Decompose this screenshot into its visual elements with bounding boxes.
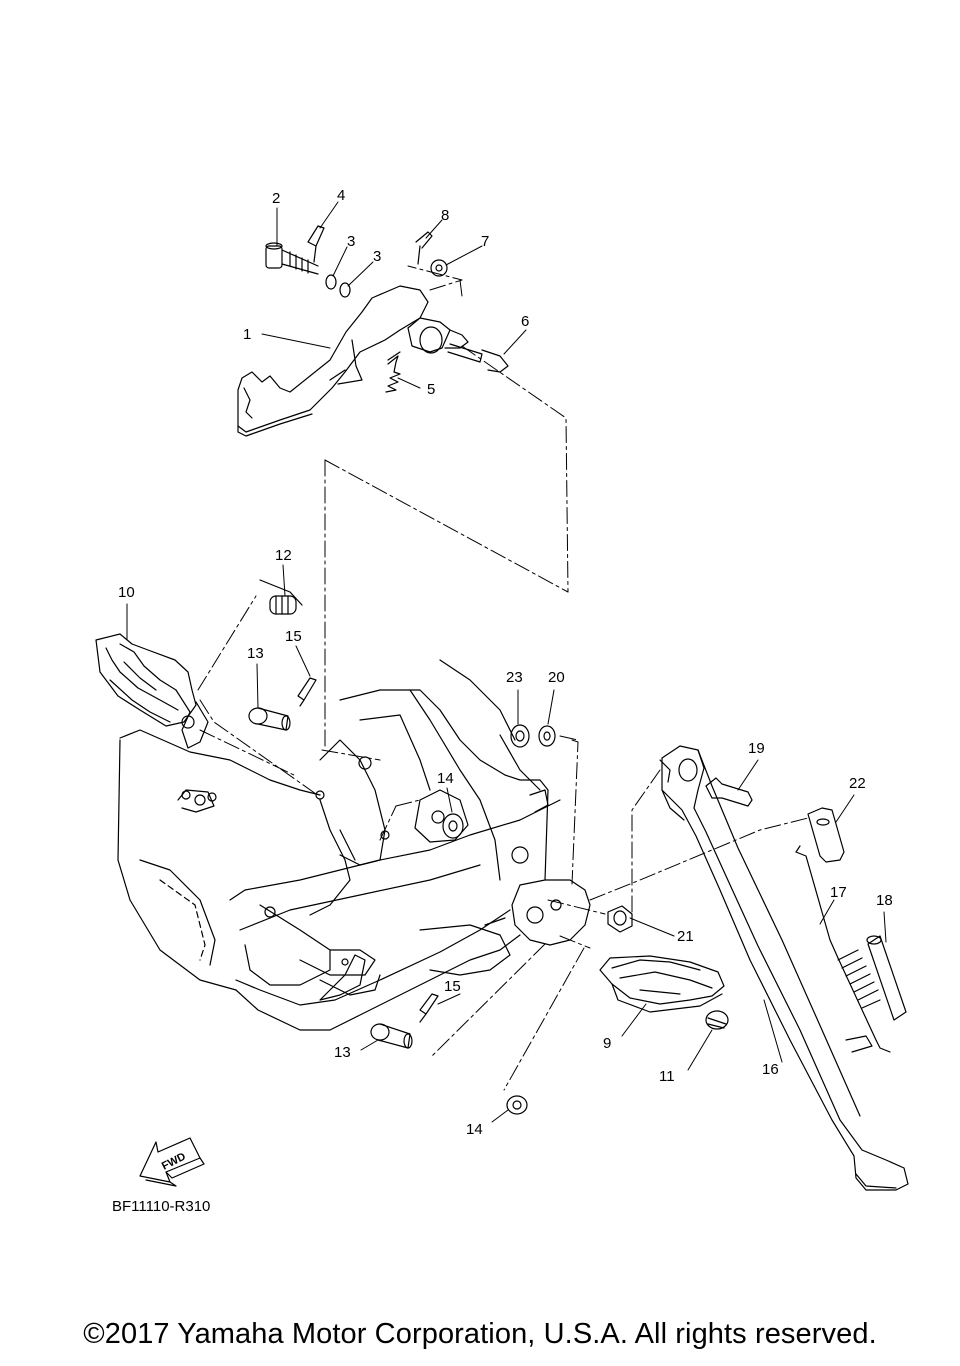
callout-6: 6 [521, 313, 529, 330]
callout-15b: 15 [444, 978, 461, 995]
washer-14-bottom [506, 1095, 528, 1115]
callout-3b: 3 [373, 248, 381, 265]
callout-14: 14 [437, 770, 454, 787]
copyright-notice: ©2017 Yamaha Motor Corporation, U.S.A. A… [83, 1318, 877, 1350]
reference-code: BF11110-R310 [112, 1198, 210, 1215]
pin-13-bottom [370, 1023, 413, 1049]
washer-14-mid [442, 813, 464, 839]
callout-20: 20 [548, 669, 565, 686]
assembly-lines [197, 265, 809, 1091]
cotter-pin-4 [307, 225, 325, 263]
callout-14b: 14 [466, 1121, 483, 1138]
callout-17: 17 [830, 884, 847, 901]
bolt-19 [705, 777, 753, 807]
leader-lines [126, 201, 887, 1123]
callout-23: 23 [506, 669, 523, 686]
callout-15: 15 [285, 628, 302, 645]
callout-5: 5 [427, 381, 435, 398]
callout-numbers: 1 2 3 3 4 5 6 7 8 9 10 11 12 13 13 14 14… [118, 187, 893, 1138]
callout-9: 9 [603, 1035, 611, 1052]
callout-4: 4 [337, 187, 345, 204]
sidestand [659, 745, 909, 1191]
o-rings [325, 274, 351, 298]
footrest-left [95, 633, 209, 749]
footrest-spring-11 [705, 1010, 729, 1030]
brake-pedal [237, 285, 429, 437]
callout-12: 12 [275, 547, 292, 564]
callout-13: 13 [247, 645, 264, 662]
callout-3: 3 [347, 233, 355, 250]
bracket-22 [807, 807, 845, 863]
washer-7 [430, 259, 448, 277]
collar-21 [607, 905, 633, 933]
cotter-pin-15-top [297, 677, 317, 707]
callout-13b: 13 [334, 1044, 351, 1061]
callout-22: 22 [849, 775, 866, 792]
fwd-arrow-icon [139, 1137, 205, 1187]
washer-20 [538, 725, 556, 747]
cotter-pin-15-bottom [419, 993, 439, 1023]
spring-17 [795, 845, 891, 1053]
callout-8: 8 [441, 207, 449, 224]
callout-19: 19 [748, 740, 765, 757]
spring-5 [385, 351, 401, 393]
callout-7: 7 [481, 233, 489, 250]
stud-16 [845, 1035, 873, 1053]
callout-16: 16 [762, 1061, 779, 1078]
callout-11: 11 [659, 1068, 675, 1085]
collar-23 [510, 724, 530, 748]
frame-outline [117, 659, 591, 1031]
callout-1: 1 [243, 326, 251, 343]
callout-10: 10 [118, 584, 135, 601]
footrest-spring-12 [259, 579, 303, 615]
pin-13-top [248, 707, 291, 731]
brake-pedal-boss [407, 317, 469, 354]
pedal-bolt [265, 242, 319, 275]
callout-18: 18 [876, 892, 893, 909]
cotter-pin-8 [415, 231, 433, 265]
collar-18 [866, 935, 907, 1021]
footrest-right [599, 955, 725, 1013]
callout-2: 2 [272, 190, 280, 207]
callout-21: 21 [677, 928, 694, 945]
